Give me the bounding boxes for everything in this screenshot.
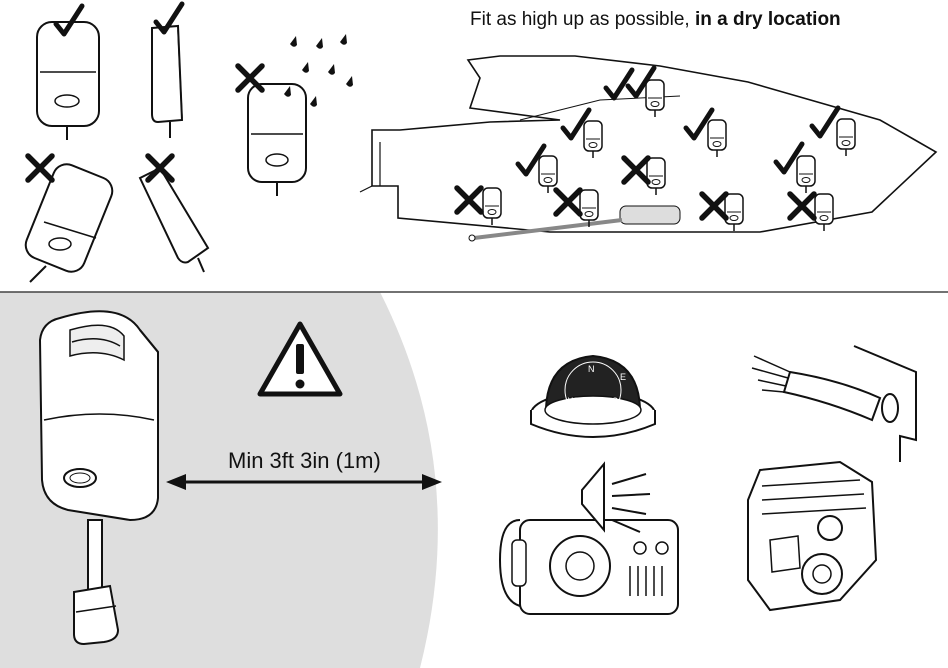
mount-position: [814, 193, 834, 232]
x-mark-icon: [238, 66, 262, 90]
rain-drops: [284, 34, 353, 107]
distance-arrow: [166, 474, 442, 490]
unit-upright-side-ok: [151, 4, 182, 138]
cable-through-bulkhead-illustration: [751, 345, 917, 462]
compass-letter: W: [568, 396, 577, 406]
x-mark-icon: [28, 156, 52, 180]
compass-letter: S: [612, 396, 618, 406]
unit-tilted-front-bad: [24, 156, 114, 283]
radio-speaker-illustration: [498, 461, 679, 615]
compass-letter: E: [620, 372, 626, 382]
warning-triangle-icon: [257, 321, 343, 397]
unit-upright-front-ok: [36, 6, 100, 140]
caption-bold: in a dry location: [694, 9, 841, 30]
boat-hull: [359, 55, 938, 242]
compass-letter: N: [588, 364, 595, 374]
placement-caption: Fit as high up as possible, in a dry loc…: [470, 9, 841, 31]
unit-wet-bad: [238, 34, 353, 196]
caption-normal: Fit as high up as possible,: [470, 9, 695, 30]
compass-illustration: W S E N: [530, 354, 656, 438]
engine-shaft-cylinder: [619, 205, 681, 225]
engine-illustration: [747, 460, 878, 612]
large-unit: [38, 310, 159, 646]
minimum-distance-label: Min 3ft 3in (1m): [228, 448, 381, 473]
unit-tilted-side-bad: [138, 156, 210, 273]
